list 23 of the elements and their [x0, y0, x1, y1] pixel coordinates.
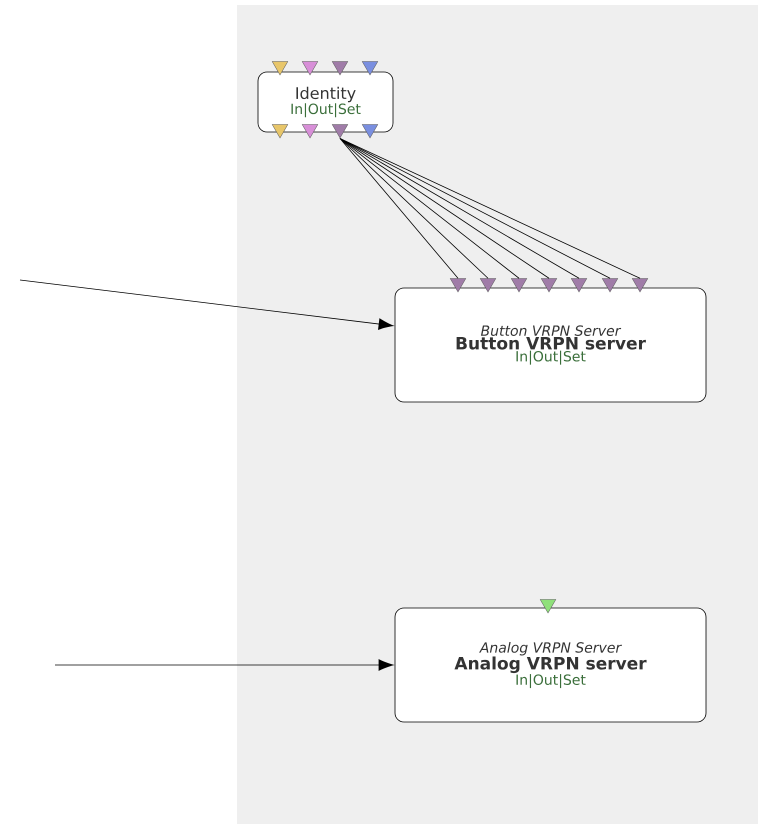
connector-line [340, 138, 458, 279]
box-node: Button VRPN Server Button VRPN server In|Out|Set [394, 288, 706, 402]
pin-triangle [302, 124, 318, 138]
pin-triangle [480, 278, 496, 292]
pin-triangle [540, 599, 556, 614]
pin-triangle [362, 61, 378, 76]
pin-triangle [332, 124, 348, 138]
connector-line [340, 138, 488, 279]
pin-triangle [332, 61, 348, 76]
pin-triangle [272, 124, 288, 138]
pin-triangle [450, 278, 466, 292]
box-node: Analog VRPN Server Analog VRPN server In|Out|Set [394, 608, 706, 722]
pin-triangle [632, 278, 648, 292]
arrow [54, 659, 394, 671]
pin-triangle [540, 278, 558, 292]
pin-triangle [362, 124, 378, 138]
pin-triangle [510, 278, 528, 292]
box-node: Identity In|Out|Set [258, 72, 394, 132]
arrow [20, 280, 394, 330]
pin-triangle [272, 61, 288, 76]
pin-triangle [602, 278, 618, 292]
pin-triangle [570, 278, 588, 292]
pin-triangle [302, 61, 318, 76]
